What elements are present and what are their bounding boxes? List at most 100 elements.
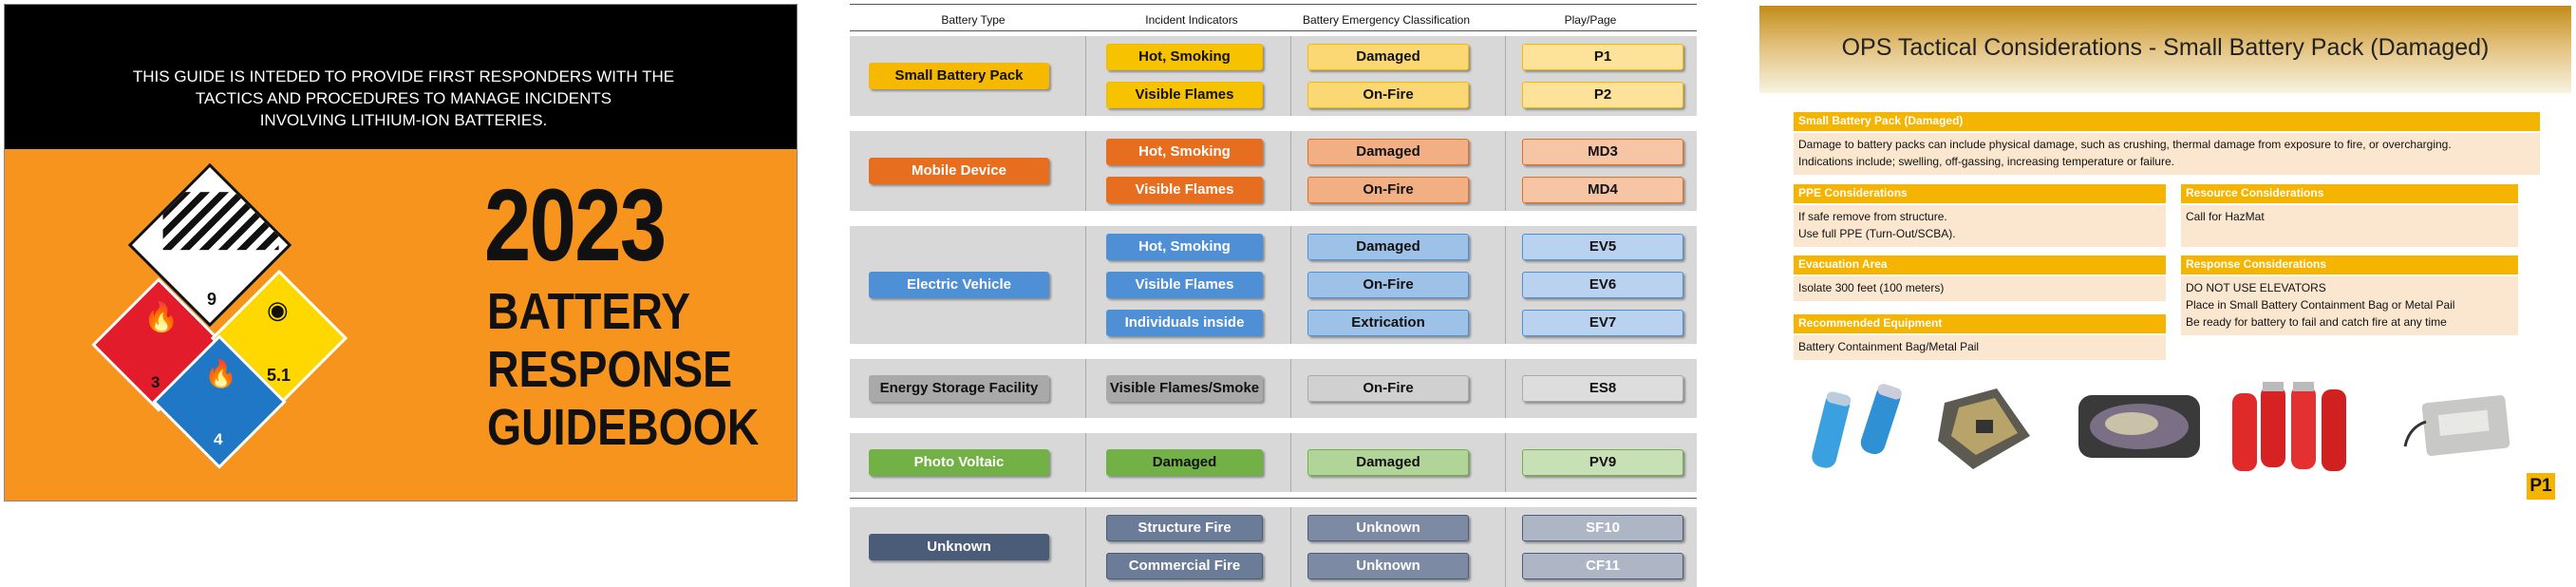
classification-flowchart: Battery Type Incident Indicators Battery… <box>850 4 1700 587</box>
classification-box[interactable]: Damaged <box>1307 449 1469 476</box>
classification-box[interactable]: Extrication <box>1307 310 1469 336</box>
cover-top-band: THIS GUIDE IS INTEDED TO PROVIDE FIRST R… <box>5 5 797 149</box>
overview-heading: Small Battery Pack (Damaged) <box>1794 112 2540 131</box>
cover-intro-text: THIS GUIDE IS INTEDED TO PROVIDE FIRST R… <box>119 66 688 131</box>
battery-type-box[interactable]: Photo Voltaic <box>869 449 1049 476</box>
play-page-box[interactable]: SF10 <box>1522 515 1683 541</box>
column-separator <box>1290 131 1291 211</box>
classification-box[interactable]: Damaged <box>1307 234 1469 260</box>
battery-type-box[interactable]: Unknown <box>869 534 1049 560</box>
column-separator <box>1505 359 1506 418</box>
column-separator <box>1290 507 1291 587</box>
play-page-box[interactable]: ES8 <box>1522 375 1683 402</box>
red-cell-pack-photo <box>2232 382 2346 471</box>
column-separator <box>1290 226 1291 344</box>
intro-line: TACTICS AND PROCEDURES TO MANAGE INCIDEN… <box>195 89 612 107</box>
column-separator <box>1290 359 1291 418</box>
incident-indicator-box[interactable]: Visible Flames <box>1106 177 1263 203</box>
column-separator <box>1505 36 1506 116</box>
overview-text: Damage to battery packs can include phys… <box>1794 133 2540 175</box>
header-play-page: Play/Page <box>1564 13 1617 27</box>
play-page-box[interactable]: PV9 <box>1522 449 1683 476</box>
class-9-number: 9 <box>207 290 217 309</box>
play-page-box[interactable]: EV6 <box>1522 272 1683 298</box>
cover-title-line: GUIDEBOOK <box>487 399 760 456</box>
incident-indicator-box[interactable]: Visible Flames/Smoke <box>1106 375 1263 402</box>
class-3-number: 3 <box>151 373 160 391</box>
cover-title-line: BATTERY <box>487 283 691 340</box>
play-page-box[interactable]: EV5 <box>1522 234 1683 260</box>
column-separator <box>1505 433 1506 492</box>
response-text: DO NOT USE ELEVATORS Place in Small Batt… <box>2181 276 2518 335</box>
ppe-text: If safe remove from structure. Use full … <box>1794 205 2166 247</box>
class-4-number: 4 <box>214 430 223 448</box>
evacuation-line: Isolate 300 feet (100 meters) <box>1798 281 1945 294</box>
header-rule <box>850 30 1697 31</box>
page-tag: P1 <box>2527 473 2555 500</box>
classification-box[interactable]: Unknown <box>1307 553 1469 579</box>
column-separator <box>1505 507 1506 587</box>
intro-line: INVOLVING LITHIUM-ION BATTERIES. <box>259 111 548 129</box>
play-page-box[interactable]: EV7 <box>1522 310 1683 336</box>
classification-box[interactable]: On-Fire <box>1307 82 1469 108</box>
header-emergency-classification: Battery Emergency Classification <box>1302 13 1471 27</box>
top-rule <box>850 4 1697 5</box>
ops-tactical-page: OPS Tactical Considerations - Small Batt… <box>1759 4 2571 503</box>
classification-box[interactable]: On-Fire <box>1307 272 1469 298</box>
battery-type-box[interactable]: Small Battery Pack <box>869 63 1049 89</box>
damaged-phone-board-photo <box>1938 388 2030 469</box>
resource-heading: Resource Considerations <box>2181 184 2518 203</box>
evacuation-heading: Evacuation Area <box>1794 256 2166 275</box>
classification-box[interactable]: Unknown <box>1307 515 1469 541</box>
pouch-cell-photo <box>2403 395 2510 456</box>
header-battery-type: Battery Type <box>941 13 1006 27</box>
play-page-box[interactable]: CF11 <box>1522 553 1683 579</box>
play-page-box[interactable]: MD4 <box>1522 177 1683 203</box>
overview-line: Indications include; swelling, off-gassi… <box>1798 155 2174 168</box>
column-separator <box>1085 226 1086 344</box>
water-flame-symbol: 🔥 <box>204 359 237 388</box>
incident-indicator-box[interactable]: Visible Flames <box>1106 272 1263 298</box>
cover-title-line: RESPONSE <box>487 341 733 398</box>
play-page-box[interactable]: P1 <box>1522 44 1683 70</box>
response-line: Be ready for battery to fail and catch f… <box>2186 315 2447 329</box>
incident-indicator-box[interactable]: Individuals inside <box>1106 310 1263 336</box>
guidebook-cover: THIS GUIDE IS INTEDED TO PROVIDE FIRST R… <box>4 4 798 502</box>
resource-text: Call for HazMat <box>2181 205 2518 247</box>
classification-box[interactable]: On-Fire <box>1307 177 1469 203</box>
class-5-1-number: 5.1 <box>267 366 291 385</box>
battery-type-box[interactable]: Energy Storage Facility <box>869 375 1049 402</box>
incident-indicator-box[interactable]: Hot, Smoking <box>1106 139 1263 165</box>
incident-indicator-box[interactable]: Commercial Fire <box>1106 553 1263 579</box>
resource-line: Call for HazMat <box>2186 210 2265 223</box>
battery-type-box[interactable]: Electric Vehicle <box>869 272 1049 298</box>
incident-indicator-box[interactable]: Structure Fire <box>1106 515 1263 541</box>
classification-box[interactable]: On-Fire <box>1307 375 1469 402</box>
intro-line: THIS GUIDE IS INTEDED TO PROVIDE FIRST R… <box>132 67 675 85</box>
ppe-line: Use full PPE (Turn-Out/SCBA). <box>1798 227 1956 240</box>
column-separator <box>1290 433 1291 492</box>
column-separator <box>1505 226 1506 344</box>
classification-box[interactable]: Damaged <box>1307 44 1469 70</box>
header-incident-indicators: Incident Indicators <box>1145 13 1238 27</box>
classification-box[interactable]: Damaged <box>1307 139 1469 165</box>
equipment-text: Battery Containment Bag/Metal Pail <box>1794 335 2166 360</box>
response-line: Place in Small Battery Containment Bag o… <box>2186 298 2455 312</box>
ppe-heading: PPE Considerations <box>1794 184 2166 203</box>
response-heading: Response Considerations <box>2181 256 2518 275</box>
ops-title-banner: OPS Tactical Considerations - Small Batt… <box>1759 6 2571 93</box>
equipment-heading: Recommended Equipment <box>1794 314 2166 333</box>
incident-indicator-box[interactable]: Damaged <box>1106 449 1263 476</box>
response-line: DO NOT USE ELEVATORS <box>2186 281 2326 294</box>
battery-type-box[interactable]: Mobile Device <box>869 158 1049 184</box>
play-page-box[interactable]: P2 <box>1522 82 1683 108</box>
incident-indicator-box[interactable]: Hot, Smoking <box>1106 44 1263 70</box>
column-separator <box>1085 359 1086 418</box>
evacuation-text: Isolate 300 feet (100 meters) <box>1794 276 2166 301</box>
flame-symbol: 🔥 <box>143 302 179 333</box>
column-separator <box>1085 433 1086 492</box>
column-separator <box>1085 507 1086 587</box>
incident-indicator-box[interactable]: Visible Flames <box>1106 82 1263 108</box>
play-page-box[interactable]: MD3 <box>1522 139 1683 165</box>
incident-indicator-box[interactable]: Hot, Smoking <box>1106 234 1263 260</box>
